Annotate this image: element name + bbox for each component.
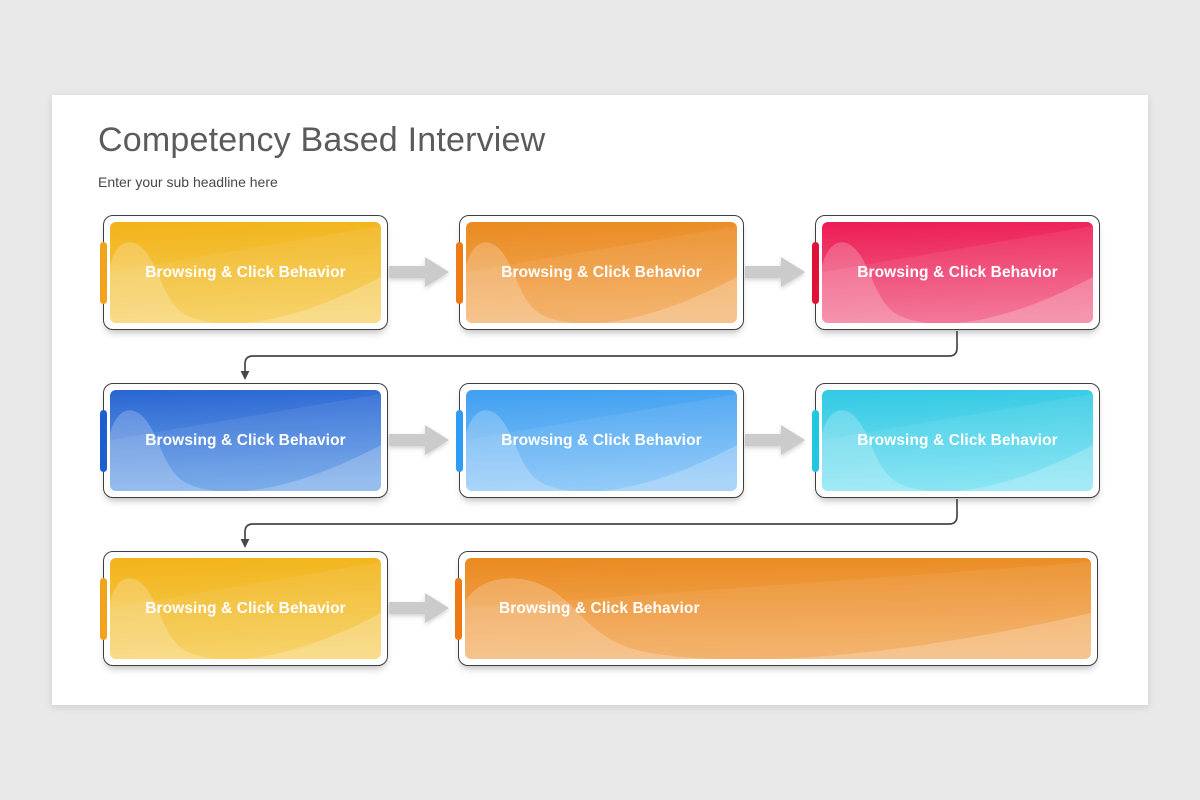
arrow-right-icon	[389, 257, 449, 287]
flow-box-r2c1: Browsing & Click Behavior	[99, 383, 388, 498]
box-label: Browsing & Click Behavior	[499, 599, 700, 617]
box-label: Browsing & Click Behavior	[145, 263, 346, 281]
page-title: Competency Based Interview	[98, 121, 546, 159]
accent-bar	[99, 577, 107, 640]
accent-bar	[99, 241, 107, 304]
accent-bar	[99, 409, 107, 472]
flow-box-r2c2: Browsing & Click Behavior	[455, 383, 744, 498]
box-label: Browsing & Click Behavior	[501, 431, 702, 449]
accent-bar	[811, 241, 819, 304]
gradient-panel	[110, 222, 381, 323]
arrow-right-icon	[389, 425, 449, 455]
accent-bar	[455, 241, 463, 304]
box-label: Browsing & Click Behavior	[501, 263, 702, 281]
flow-box-r3-wide: Browsing & Click Behavior	[454, 551, 1098, 666]
flow-box-r1c3: Browsing & Click Behavior	[811, 215, 1100, 330]
arrow-down-icon	[240, 371, 250, 380]
gradient-panel	[466, 222, 737, 323]
gradient-panel	[110, 390, 381, 491]
gradient-panel	[822, 390, 1093, 491]
box-label: Browsing & Click Behavior	[145, 599, 346, 617]
gradient-panel	[465, 558, 1091, 659]
accent-bar	[455, 409, 463, 472]
flow-box-r2c3: Browsing & Click Behavior	[811, 383, 1100, 498]
flow-box-r1c2: Browsing & Click Behavior	[455, 215, 744, 330]
flow-box-r3c1: Browsing & Click Behavior	[99, 551, 388, 666]
accent-bar	[811, 409, 819, 472]
accent-bar	[454, 577, 462, 640]
arrow-right-icon	[745, 257, 805, 287]
elbow-connector-row1-row2	[240, 331, 958, 380]
arrow-down-icon	[240, 539, 250, 548]
elbow-connector-row2-row3	[240, 499, 958, 548]
flow-box-r1c1: Browsing & Click Behavior	[99, 215, 388, 330]
arrow-right-icon	[745, 425, 805, 455]
box-label: Browsing & Click Behavior	[857, 431, 1058, 449]
box-label: Browsing & Click Behavior	[145, 431, 346, 449]
gradient-panel	[822, 222, 1093, 323]
page-subtitle: Enter your sub headline here	[98, 174, 278, 190]
slide-canvas: Competency Based Interview Enter your su…	[52, 95, 1148, 705]
box-label: Browsing & Click Behavior	[857, 263, 1058, 281]
arrow-right-icon	[389, 593, 449, 623]
gradient-panel	[110, 558, 381, 659]
gradient-panel	[466, 390, 737, 491]
